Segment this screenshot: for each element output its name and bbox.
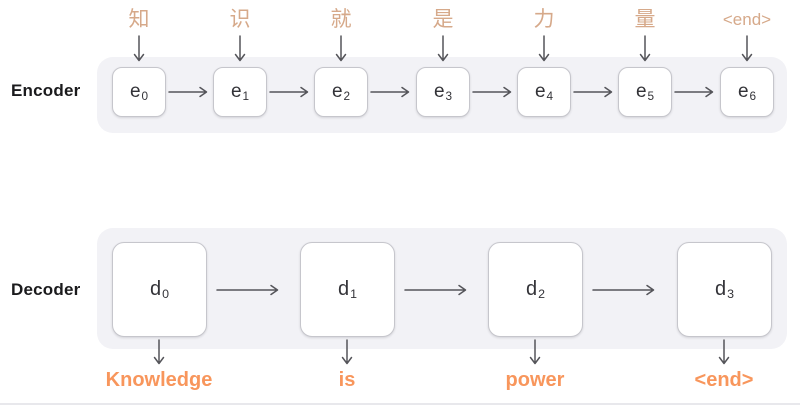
decoder-node-d1: d1 [300, 242, 395, 337]
encoder-node-e4: e4 [517, 67, 571, 117]
encoder-input-token-3: 是 [432, 8, 454, 31]
down-arrow-icon [538, 35, 550, 62]
down-arrow-icon [741, 35, 753, 62]
down-arrow-icon [234, 35, 246, 62]
down-arrow-icon [335, 35, 347, 62]
encoder-input-token-1: 识 [229, 8, 251, 31]
encoder-input-token-2: 就 [330, 8, 352, 31]
down-arrow-icon [437, 35, 449, 62]
encoder-label: Encoder [11, 81, 81, 100]
encoder-node-e0: e0 [112, 67, 166, 117]
decoder-node-d3: d3 [677, 242, 772, 337]
decoder-node-d2: d2 [488, 242, 583, 337]
encoder-node-e5: e5 [618, 67, 672, 117]
encoder-node-e6: e6 [720, 67, 774, 117]
decoder-output-token-1: is [338, 369, 356, 391]
down-arrow-icon [341, 339, 353, 365]
right-arrow-icon [674, 86, 714, 98]
right-arrow-icon [404, 284, 467, 296]
down-arrow-icon [133, 35, 145, 62]
down-arrow-icon [639, 35, 651, 62]
decoder-track [97, 228, 787, 349]
down-arrow-icon [529, 339, 541, 365]
right-arrow-icon [216, 284, 279, 296]
right-arrow-icon [592, 284, 655, 296]
decoder-node-d0: d0 [112, 242, 207, 337]
down-arrow-icon [718, 339, 730, 365]
encoder-input-token-4: 力 [533, 8, 555, 31]
right-arrow-icon [269, 86, 309, 98]
encoder-input-token-6: <end> [722, 10, 772, 29]
right-arrow-icon [472, 86, 512, 98]
encoder-node-e2: e2 [314, 67, 368, 117]
bottom-divider [0, 403, 800, 405]
encoder-node-e1: e1 [213, 67, 267, 117]
encoder-input-token-5: 量 [634, 8, 656, 31]
decoder-output-token-2: power [505, 369, 565, 391]
decoder-label: Decoder [11, 280, 81, 299]
encoder-node-e3: e3 [416, 67, 470, 117]
down-arrow-icon [153, 339, 165, 365]
right-arrow-icon [168, 86, 208, 98]
encoder-input-token-0: 知 [128, 8, 150, 31]
right-arrow-icon [370, 86, 410, 98]
decoder-output-token-0: Knowledge [105, 369, 213, 391]
right-arrow-icon [573, 86, 613, 98]
decoder-output-token-3: <end> [694, 369, 754, 391]
